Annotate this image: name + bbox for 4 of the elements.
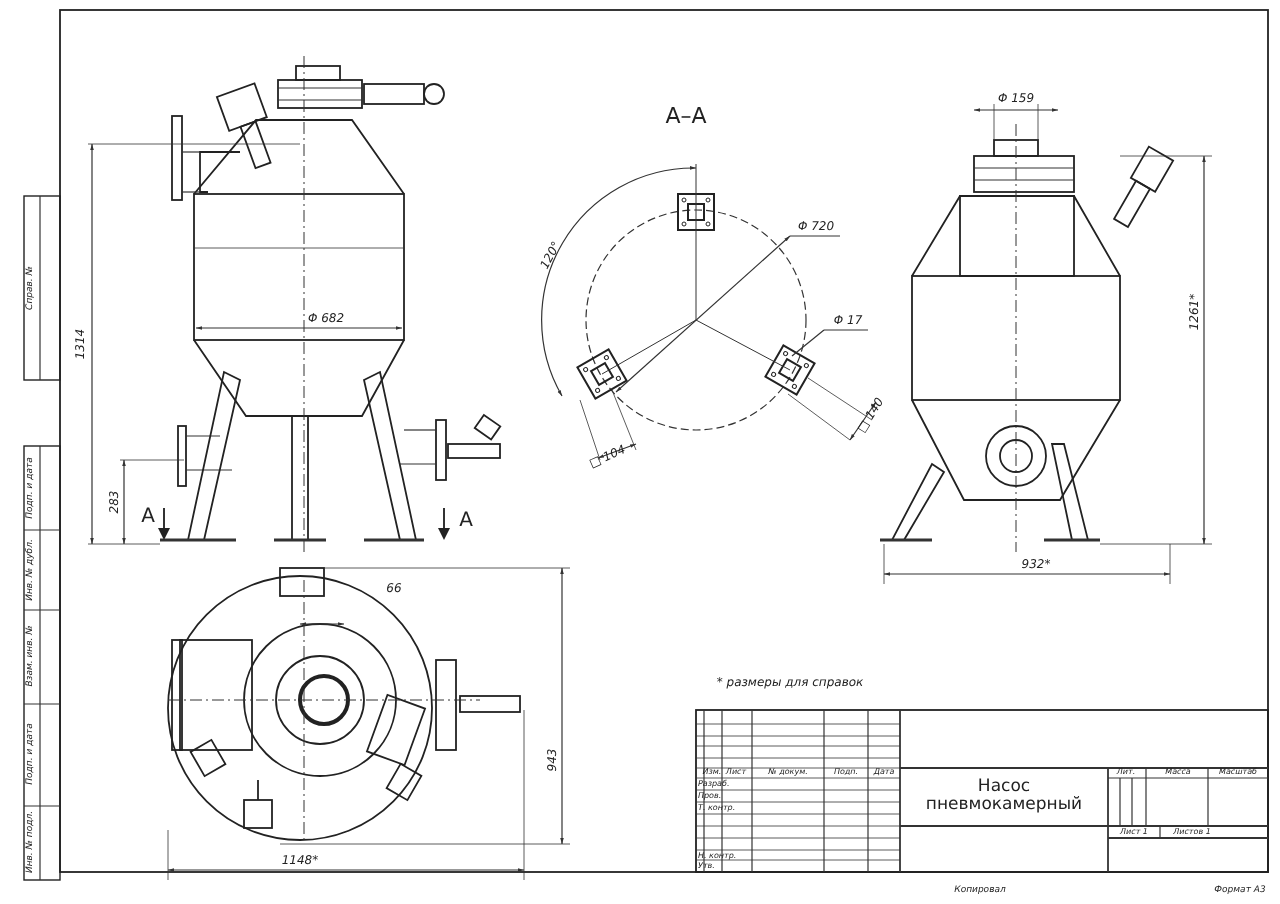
section-letter: А	[141, 508, 155, 528]
section-title: А–А	[665, 105, 707, 127]
section-letter: А	[459, 512, 473, 532]
product-name: Насос пневмокамерный	[923, 779, 1085, 817]
